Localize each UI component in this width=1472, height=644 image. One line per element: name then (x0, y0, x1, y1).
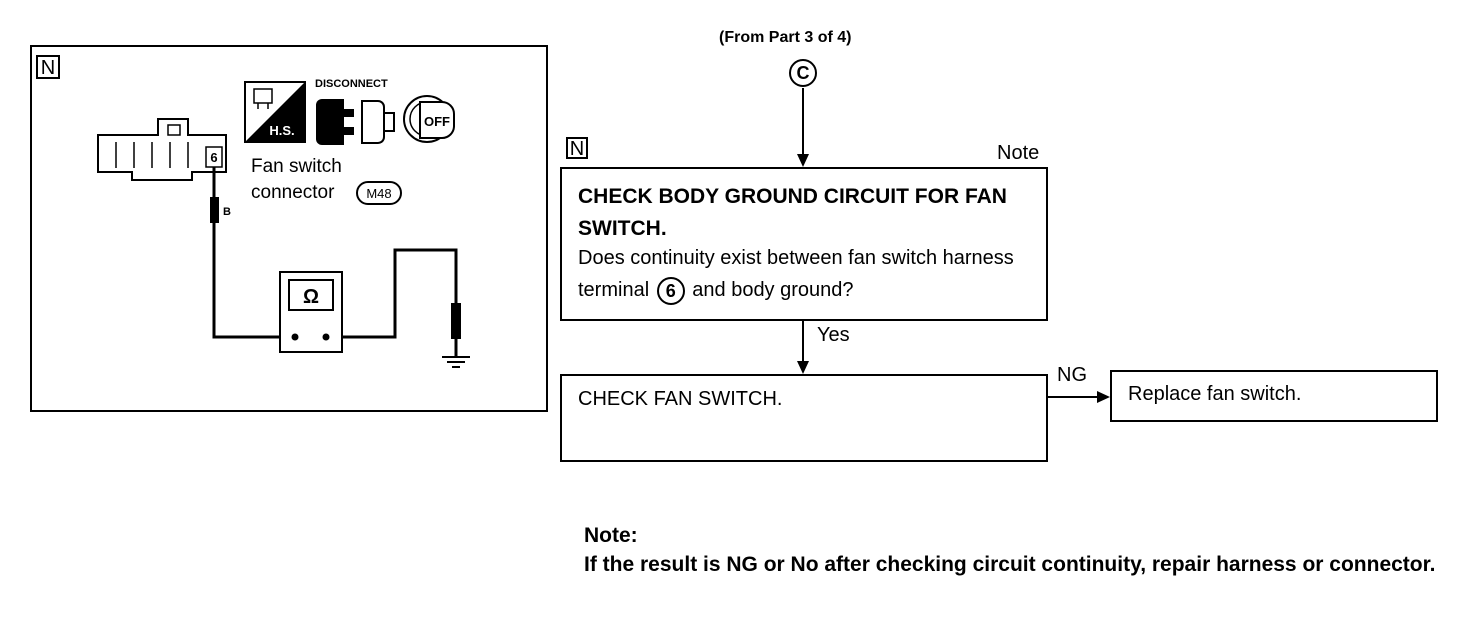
connector-c-symbol: C (789, 59, 817, 87)
wire-color: B (223, 206, 231, 218)
ground-symbol (442, 356, 470, 368)
ng-label: NG (1057, 364, 1087, 386)
arrow-to-check-ground (797, 154, 809, 167)
check-switch-text: CHECK FAN SWITCH. (578, 388, 783, 410)
question-post: and body ground? (692, 279, 854, 301)
connector-code-frame (356, 181, 402, 205)
probe-right (451, 303, 461, 339)
question-pre: Does continuity exist between fan switch… (578, 247, 1014, 301)
replace-fan-switch-box: Replace fan switch. (1110, 370, 1438, 422)
off-label: OFF (424, 114, 450, 129)
ignition-off-icon: OFF (403, 95, 455, 143)
illustration-panel: N H.S. DISCONNECT OFF (30, 45, 548, 412)
arrow-to-replace (1097, 391, 1110, 403)
test-wiring (212, 167, 458, 357)
note-heading: Note: (584, 524, 638, 547)
connector-test-illustration: N H.S. DISCONNECT OFF (36, 55, 470, 368)
ohmmeter: Ω (279, 271, 343, 353)
check-fan-switch-box: CHECK FAN SWITCH. (560, 374, 1048, 462)
connector-label-line2: connector (251, 182, 335, 203)
yes-label: Yes (817, 324, 850, 346)
flow-badge: N (566, 137, 588, 159)
illustration-badge: N (41, 57, 55, 79)
replace-text: Replace fan switch. (1128, 383, 1302, 405)
check-ground-title: CHECK BODY GROUND CIRCUIT FOR FAN SWITCH… (578, 185, 1007, 240)
hs-label: H.S. (269, 123, 294, 138)
ohm-symbol: Ω (303, 286, 319, 308)
connector-label-line1: Fan switch (251, 156, 342, 177)
note-text: If the result is NG or No after checking… (584, 553, 1436, 576)
disconnect-icon: DISCONNECT (315, 78, 395, 145)
check-body-ground-box: CHECK BODY GROUND CIRCUIT FOR FAN SWITCH… (560, 167, 1048, 321)
arrow-to-check-switch (797, 361, 809, 374)
check-ground-question: Does continuity exist between fan switch… (578, 242, 1038, 306)
note-tag: Note (997, 142, 1040, 164)
disconnect-label: DISCONNECT (315, 78, 388, 90)
from-part-label: (From Part 3 of 4) (719, 29, 852, 46)
terminal-number: 6 (210, 150, 217, 165)
connector-code: M48 (366, 186, 391, 201)
note-block: Note: If the result is NG or No after ch… (584, 521, 1464, 579)
probe-left (210, 197, 219, 223)
terminal-6-circle: 6 (656, 276, 685, 305)
fan-switch-connector: 6 (97, 118, 227, 181)
illustration-badge-frame (36, 55, 60, 79)
hood-switch-icon: H.S. (244, 81, 306, 143)
